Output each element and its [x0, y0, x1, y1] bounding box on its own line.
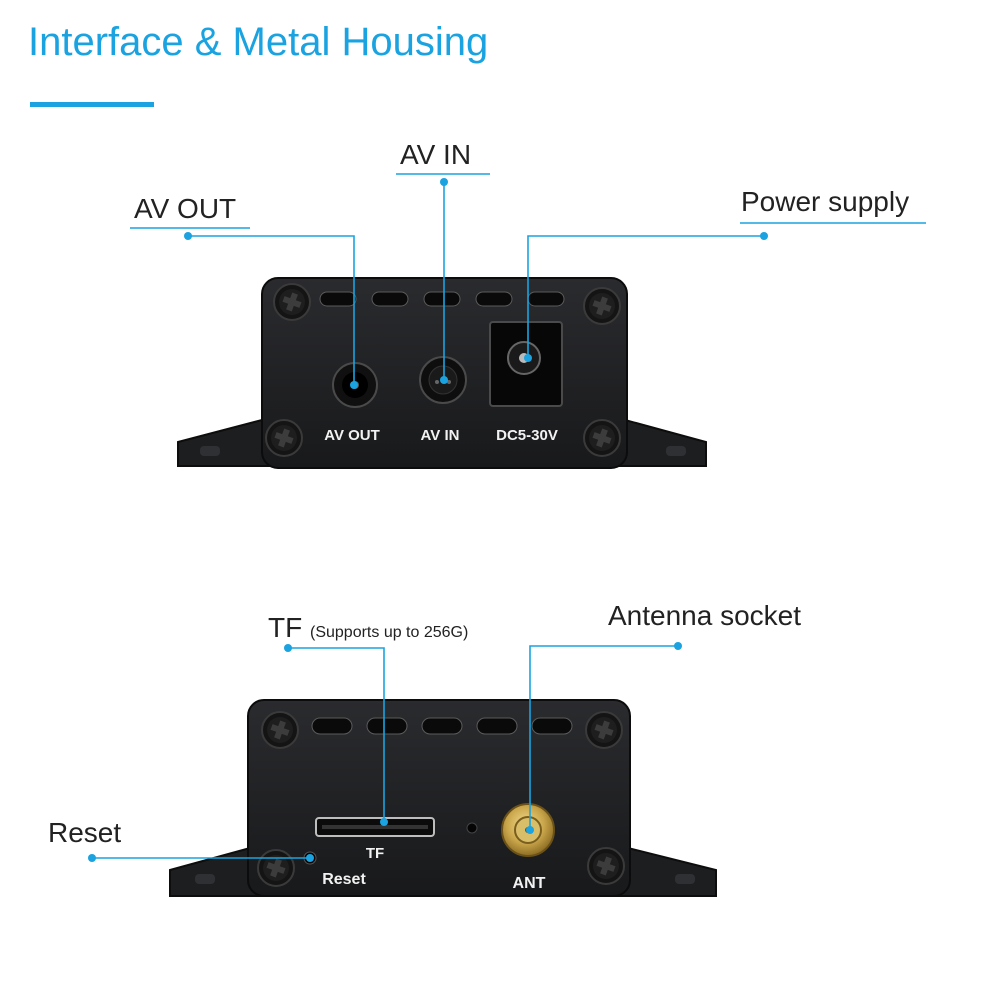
- callout-antenna-socket: Antenna socket: [608, 600, 802, 631]
- label-reset: Reset: [322, 871, 366, 888]
- page-title: Interface & Metal Housing: [28, 20, 489, 64]
- flange-hole: [200, 446, 220, 456]
- flange-hole: [675, 874, 695, 884]
- label-dc-input: DC5-30V: [496, 427, 558, 444]
- title-underline: [30, 102, 154, 107]
- callout-tf-note: (Supports up to 256G): [310, 624, 469, 641]
- phillips-screw-icon: [585, 711, 623, 749]
- sd-slot-icon: [315, 817, 435, 837]
- callout-leader-lines: [92, 173, 926, 859]
- phillips-screw-icon: [583, 287, 621, 325]
- flange-hole: [666, 446, 686, 456]
- callout-reset: Reset: [48, 817, 122, 848]
- device-front: AV OUT AV IN DC5-30V: [177, 277, 707, 469]
- callout-power-supply: Power supply: [741, 186, 910, 217]
- dc-jack-icon: [489, 321, 563, 407]
- label-av-out: AV OUT: [324, 427, 380, 444]
- callout-av-in: AV IN: [400, 139, 472, 170]
- callout-av-out: AV OUT: [134, 193, 237, 224]
- phillips-screw-icon: [265, 419, 303, 457]
- phillips-screw-icon: [273, 283, 311, 321]
- device-back: TF Reset ANT: [169, 699, 717, 897]
- indicator-led: [466, 822, 478, 834]
- leader-dots: [88, 178, 768, 862]
- flange-hole: [195, 874, 215, 884]
- phillips-screw-icon: [261, 711, 299, 749]
- label-tf: TF: [366, 845, 384, 862]
- callout-tf-label: TF: [268, 612, 303, 643]
- phillips-screw-icon: [587, 847, 625, 885]
- vent-slots: [311, 717, 573, 735]
- label-ant: ANT: [513, 875, 546, 892]
- callout-tf: TF (Supports up to 256G): [268, 612, 468, 644]
- label-av-in: AV IN: [421, 427, 460, 444]
- phillips-screw-icon: [257, 849, 295, 887]
- phillips-screw-icon: [583, 419, 621, 457]
